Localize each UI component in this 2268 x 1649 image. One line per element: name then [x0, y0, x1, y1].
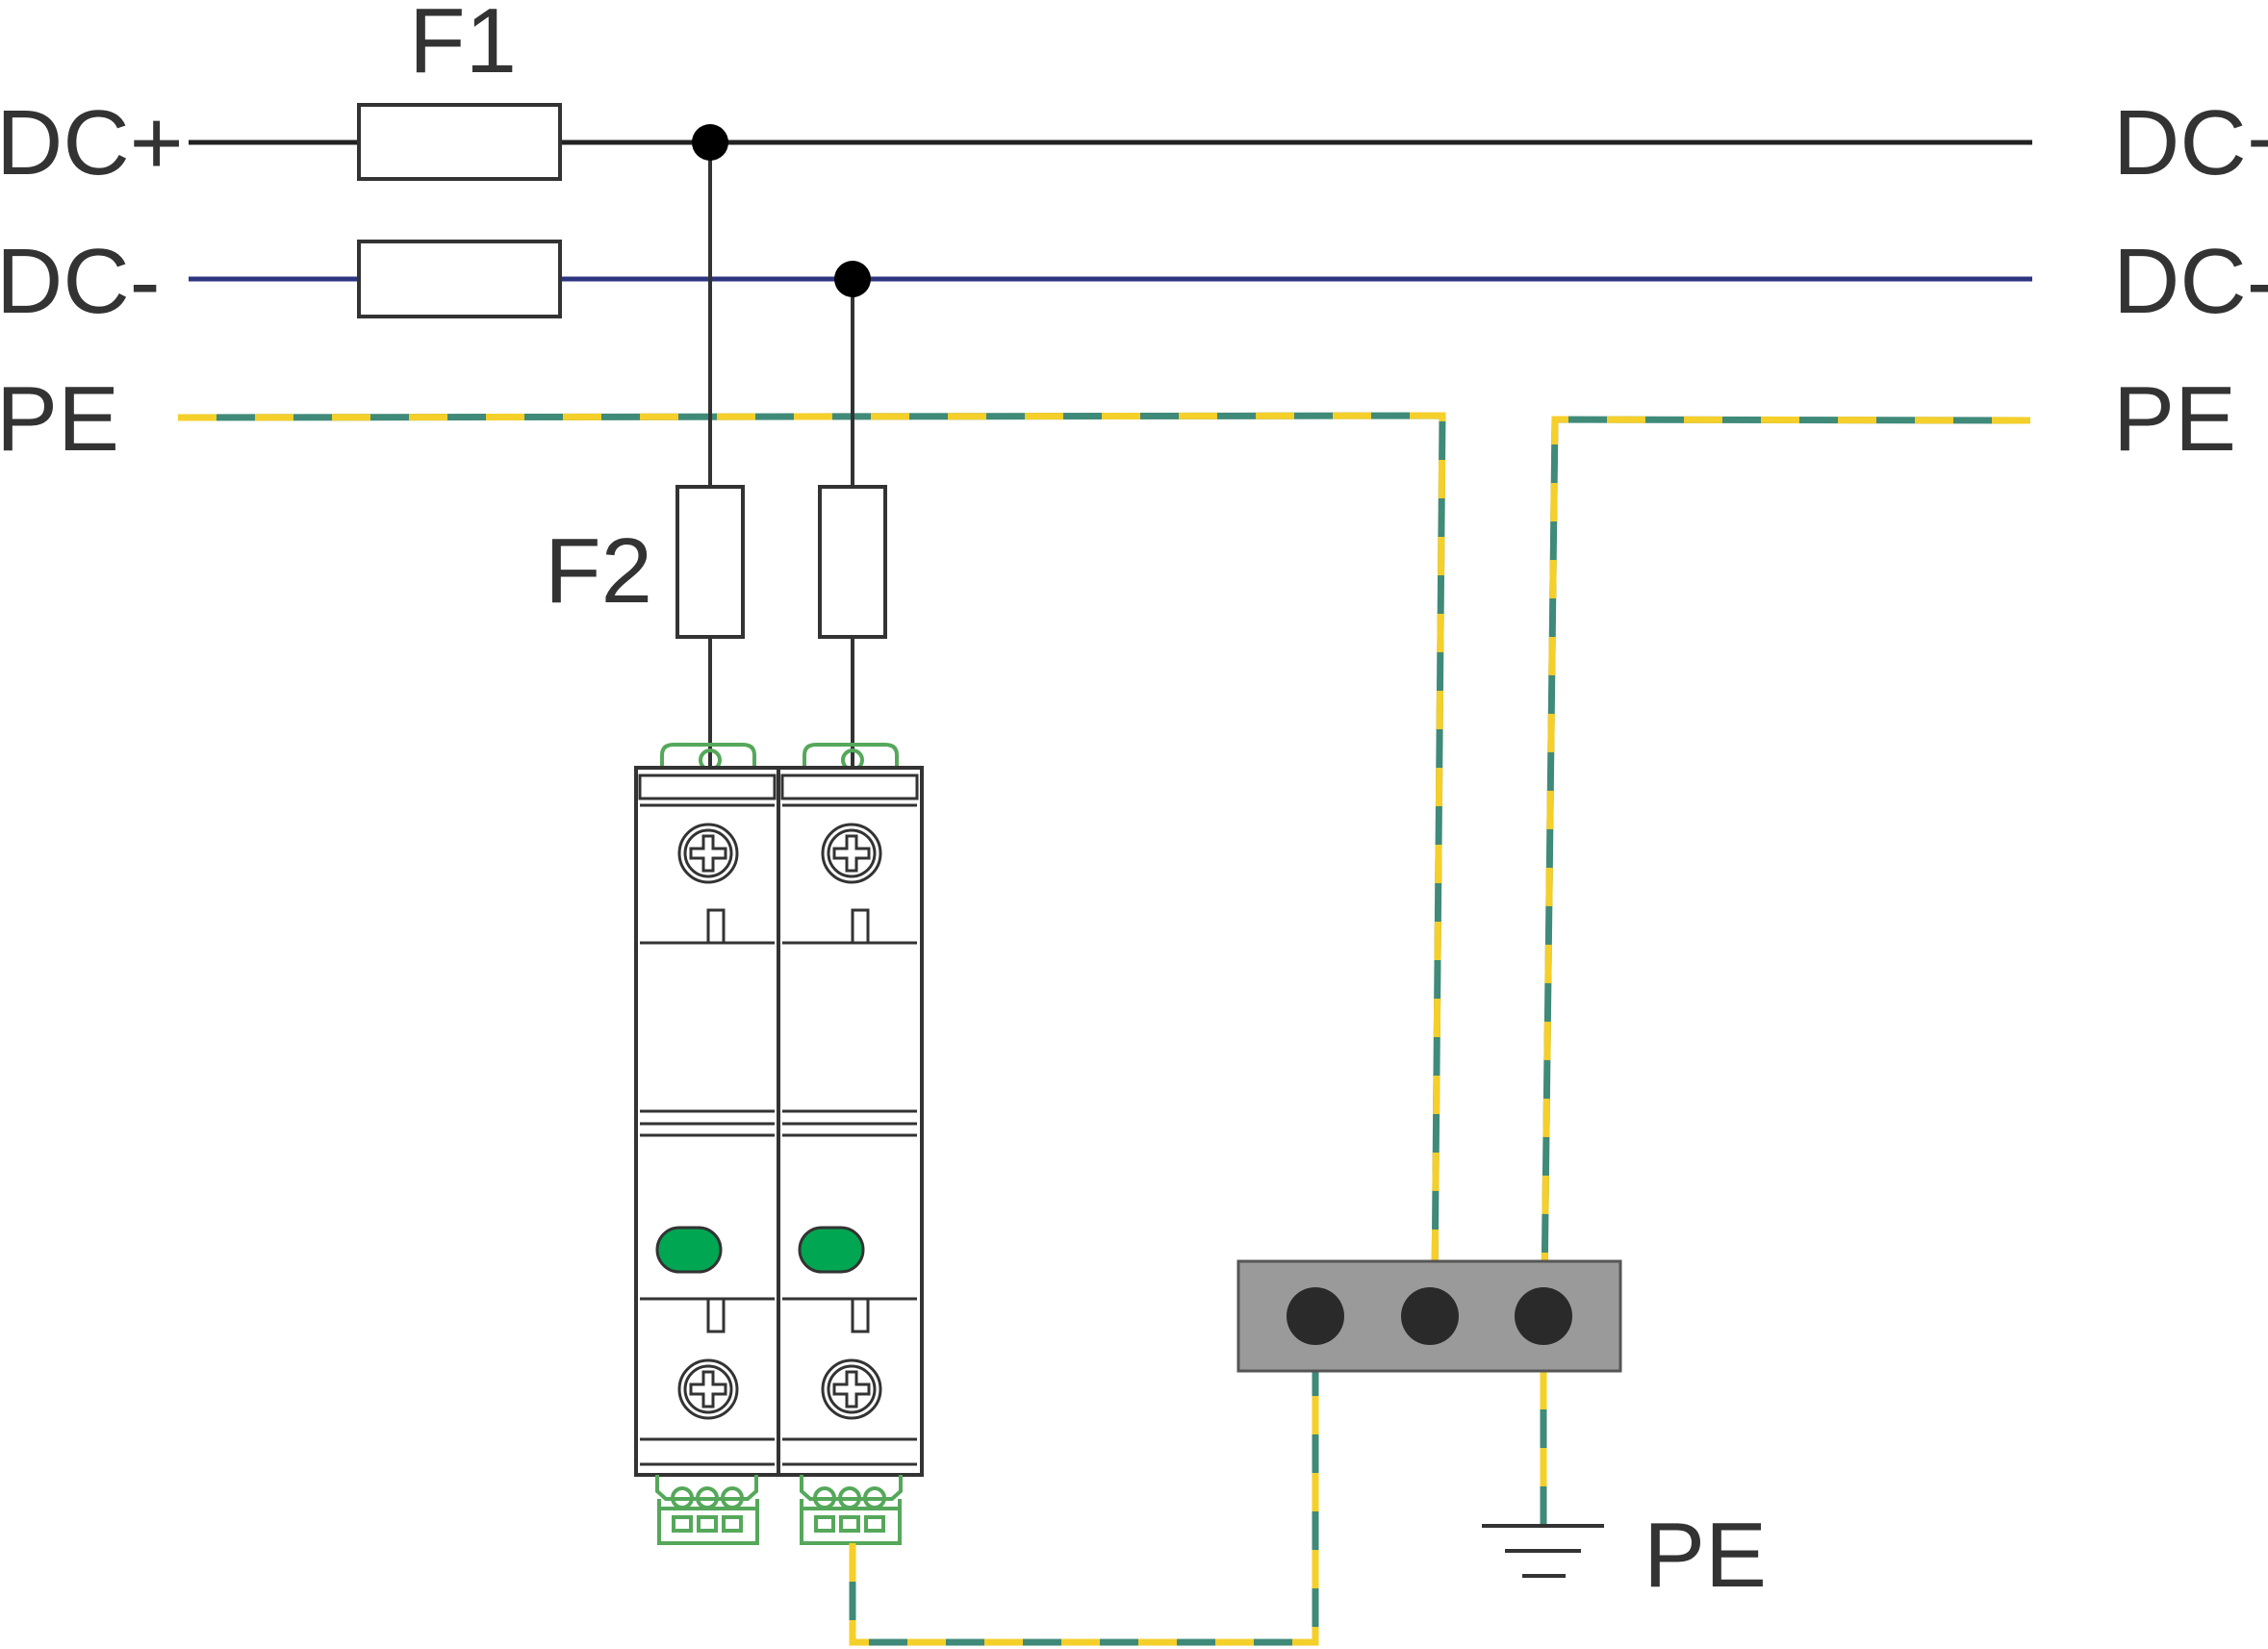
- busbar-bolt: [1401, 1287, 1459, 1345]
- remote-signal-connector-2: [800, 1475, 903, 1545]
- pe-wire-right: [1541, 416, 2031, 1290]
- screw-terminal-icon: [821, 1358, 882, 1420]
- remote-signal-connector-1: [655, 1475, 759, 1545]
- top-terminal-clip-1: [660, 743, 756, 768]
- screw-terminal-icon: [677, 823, 739, 884]
- pe-wire-left: [177, 412, 1446, 1290]
- pe-ground-label: PE: [1644, 1504, 1767, 1607]
- junction-dot-dc-minus: [834, 261, 871, 297]
- fuse-f1-dc-minus: [357, 240, 562, 318]
- surge-protection-device: [634, 743, 924, 1545]
- dc-minus-right-label: DC-: [2113, 230, 2268, 333]
- status-indicator-icon: [798, 1226, 865, 1274]
- screw-terminal-icon: [821, 823, 882, 884]
- pe-left-label: PE: [0, 368, 119, 470]
- pe-busbar: [1236, 1259, 1622, 1373]
- junction-dot-dc-plus: [692, 124, 728, 161]
- ground-symbol-icon: [1482, 1524, 1604, 1578]
- fuse-f2-label: F2: [545, 520, 652, 622]
- pe-right-label: PE: [2113, 368, 2236, 470]
- screw-terminal-icon: [677, 1358, 739, 1420]
- spd-pe-wire: [849, 1371, 1319, 1646]
- status-indicator-icon: [655, 1226, 723, 1274]
- top-terminal-clip-2: [803, 743, 899, 768]
- dc-plus-right-label: DC+: [2113, 91, 2268, 194]
- fuse-f1-dc-plus: [357, 103, 562, 181]
- fuse-f1-label: F1: [409, 0, 517, 92]
- dc-plus-left-label: DC+: [0, 91, 184, 194]
- busbar-bolt: [1287, 1287, 1344, 1345]
- dc-minus-left-label: DC-: [0, 230, 161, 333]
- fuse-f2-pole-1: [675, 485, 745, 639]
- busbar-bolt: [1515, 1287, 1572, 1345]
- fuse-f2-pole-2: [818, 485, 887, 639]
